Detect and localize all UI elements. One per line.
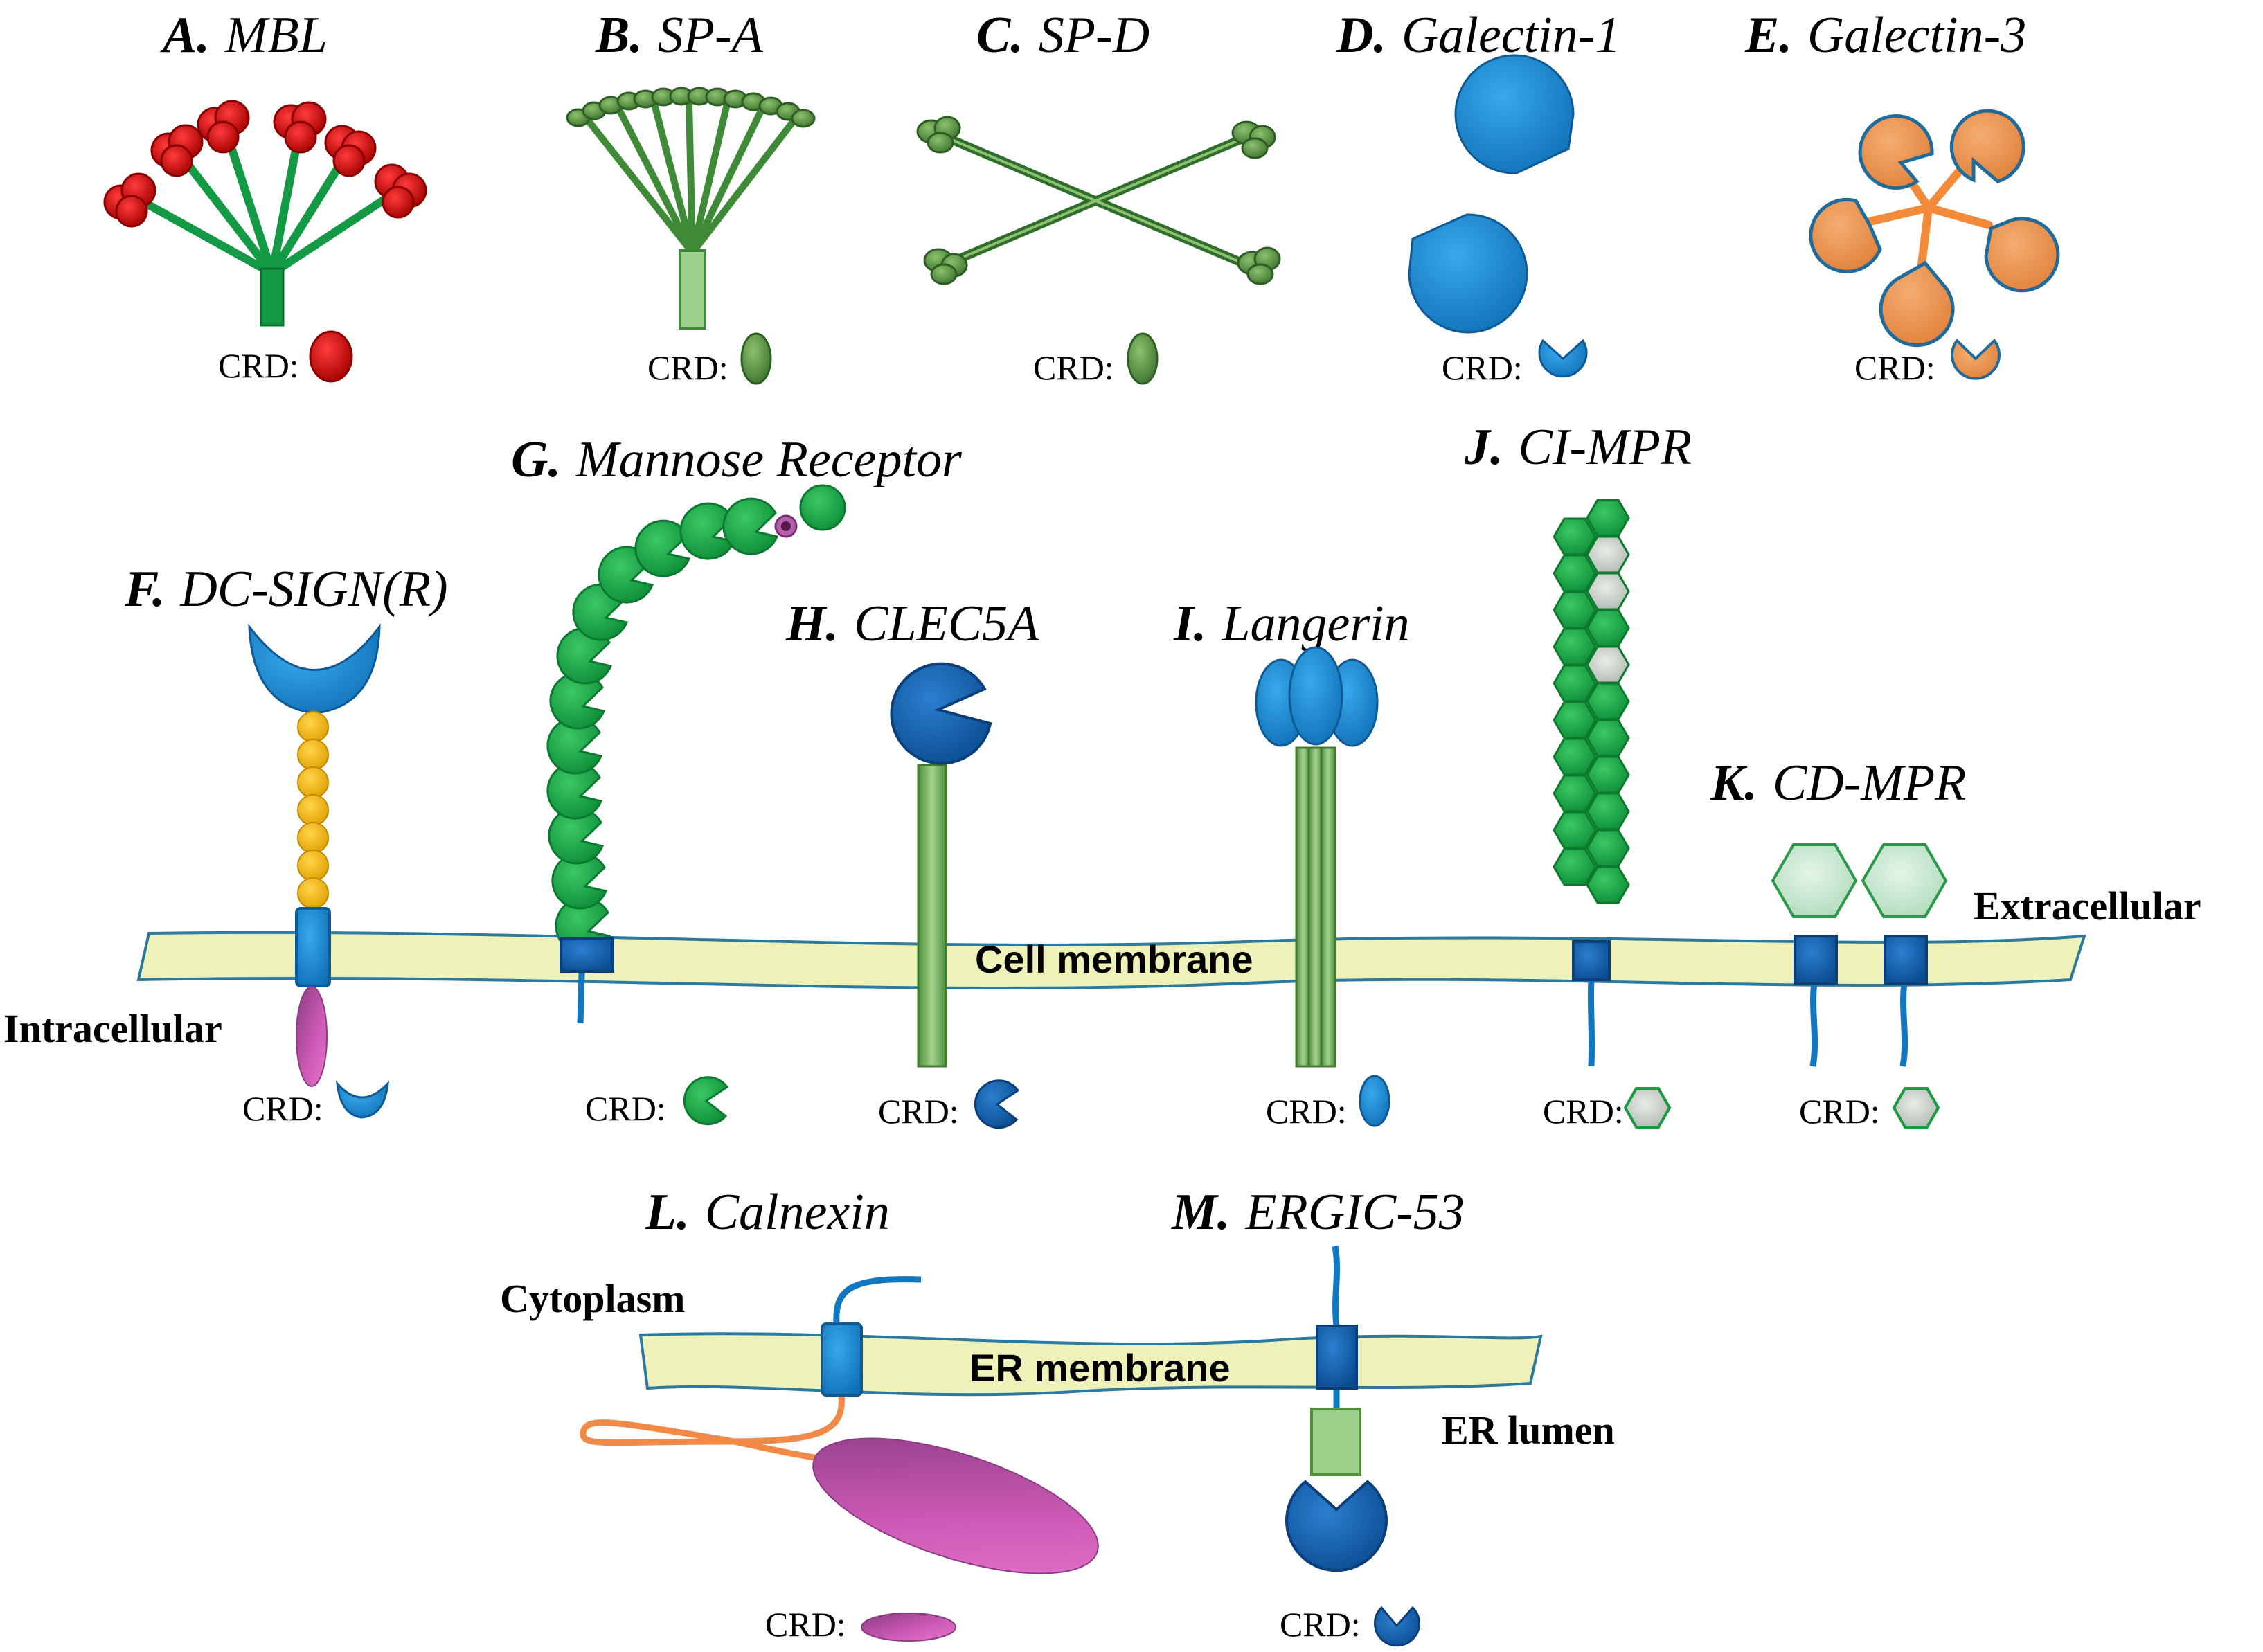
- panel-k-title: K. CD-MPR: [1710, 755, 1966, 811]
- ci-mpr-domain-hexagon: [1553, 847, 1597, 886]
- panel-e-crd-icon: [1951, 339, 2001, 380]
- panel-c-sp-d: C. SP-D CRD:: [916, 7, 1281, 387]
- panel-h-crd-icon: [974, 1079, 1020, 1129]
- panel-f-dc-sign: F. DC-SIGN(R) CRD:: [124, 561, 448, 1128]
- panel-k-crd-label: CRD:: [1799, 1092, 1880, 1131]
- panel-d-title: D. Galectin-1: [1336, 7, 1620, 64]
- ci-mpr-domain-hexagon: [1586, 865, 1630, 904]
- panel-b-crd-icon: [740, 332, 772, 385]
- panel-m-crd-icon: [1374, 1606, 1420, 1647]
- extracellular-label: Extracellular: [1974, 883, 2201, 928]
- panel-f-crd-label: CRD:: [242, 1089, 323, 1128]
- cell-membrane-label: Cell membrane: [975, 937, 1253, 981]
- ci-mpr-domain-hexagon: [1586, 499, 1630, 537]
- ci-mpr-domain-hexagon: [1553, 554, 1597, 593]
- intracellular-label: Intracellular: [3, 1006, 222, 1051]
- ci-mpr-domain-hexagon: [1553, 591, 1597, 629]
- panel-f-crd-icon: [335, 1080, 389, 1119]
- panel-a-crd-label: CRD:: [218, 346, 299, 385]
- panel-d-crd-icon: [1538, 339, 1588, 378]
- panel-i-langerin: I. Langerin CRD:: [1173, 595, 1410, 1131]
- panel-c-crd-label: CRD:: [1033, 348, 1114, 387]
- panel-h-clec5a: H. CLEC5A CRD:: [785, 595, 1039, 1131]
- panel-i-title: I. Langerin: [1173, 595, 1410, 652]
- panel-h-title: H. CLEC5A: [785, 595, 1039, 652]
- panel-m-crd-label: CRD:: [1280, 1605, 1361, 1644]
- panel-b-title: B. SP-A: [595, 7, 764, 64]
- panel-l-calnexin: L. Calnexin CRD:: [580, 1184, 1099, 1644]
- panel-i-crd-icon: [1359, 1075, 1390, 1127]
- ci-mpr-domain-hexagon: [1553, 737, 1597, 776]
- panel-h-crd-label: CRD:: [878, 1092, 959, 1131]
- panel-d-crd-label: CRD:: [1442, 348, 1523, 387]
- ci-mpr-domain-hexagon: [1553, 664, 1597, 703]
- panel-e-galectin-3: E. Galectin-3 CRD:: [1744, 7, 2060, 387]
- panel-e-title: E. Galectin-3: [1744, 7, 2026, 64]
- panel-l-crd-icon: [861, 1613, 956, 1642]
- panel-g-crd-icon: [683, 1076, 729, 1126]
- ci-mpr-domain-hexagon: [1553, 774, 1597, 813]
- panel-i-crd-label: CRD:: [1266, 1092, 1347, 1131]
- panel-a-title: A. MBL: [160, 7, 328, 64]
- panel-k-crd-icon: [1892, 1087, 1940, 1129]
- ci-mpr-domain-hexagon: [1553, 811, 1597, 850]
- er-lumen-label: ER lumen: [1442, 1408, 1615, 1453]
- panel-j-crd-label: CRD:: [1543, 1092, 1624, 1131]
- cytoplasm-label: Cytoplasm: [500, 1276, 685, 1321]
- panel-m-ergic-53: M. ERGIC-53 CRD:: [1171, 1184, 1465, 1647]
- panel-c-title: C. SP-D: [976, 7, 1150, 64]
- panel-k-cd-mpr: K. CD-MPR CRD:: [1710, 755, 1966, 1131]
- panel-d-galectin-1: D. Galectin-1 CRD:: [1336, 7, 1620, 387]
- panel-g-title: G. Mannose Receptor: [511, 431, 963, 488]
- panel-l-title: L. Calnexin: [645, 1184, 890, 1241]
- ci-mpr-domain-hexagon: [1553, 701, 1597, 739]
- ci-mpr-domain-hexagon: [1553, 627, 1597, 666]
- panel-j-title: J. CI-MPR: [1464, 419, 1692, 476]
- panel-g-crd-label: CRD:: [585, 1089, 666, 1128]
- panel-j-crd-icon: [1623, 1087, 1672, 1129]
- ci-mpr-domain-hexagon: [1553, 517, 1597, 556]
- panel-a-crd-icon: [309, 330, 353, 383]
- panel-f-title: F. DC-SIGN(R): [124, 561, 448, 618]
- panel-b-sp-a: B. SP-A CRD:: [566, 7, 816, 387]
- panel-e-crd-label: CRD:: [1854, 348, 1935, 387]
- panel-l-crd-label: CRD:: [765, 1605, 846, 1644]
- panel-a-mbl: A. MBL CRD:: [103, 7, 427, 385]
- panel-m-title: M. ERGIC-53: [1171, 1184, 1465, 1241]
- panel-j-ci-mpr: J. CI-MPR CRD:: [1464, 419, 1692, 1131]
- panel-b-crd-label: CRD:: [647, 348, 728, 387]
- panel-g-mannose-receptor: G. Mannose Receptor CRD:: [511, 431, 963, 1128]
- er-membrane-label: ER membrane: [969, 1346, 1231, 1390]
- panel-c-crd-icon: [1127, 332, 1159, 385]
